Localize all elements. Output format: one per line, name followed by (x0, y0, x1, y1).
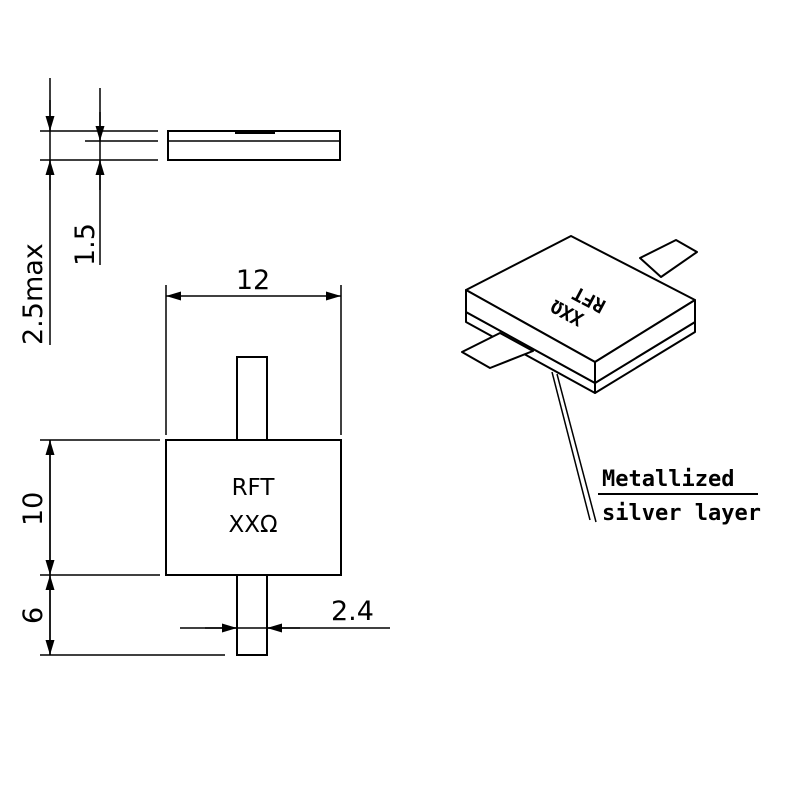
top-view-lower-tab (236, 574, 268, 656)
callout-leader-line-a (551, 371, 591, 521)
iso-right-face (594, 299, 696, 384)
body-marking-line1: RFT (232, 475, 276, 501)
callout-line2: silver layer (602, 501, 761, 526)
side-view-substrate (167, 130, 341, 161)
dim-substrate-thickness-label: 1.5 (70, 223, 101, 266)
callout-line1: Metallized (602, 467, 734, 492)
top-view-body (165, 439, 342, 576)
dim-body-length-label: 10 (18, 492, 49, 526)
dim-body-width-label: 12 (236, 265, 270, 296)
callout-leader-line-b (556, 373, 597, 523)
dim-body-width (165, 285, 342, 435)
body-marking-line2: XXΩ (228, 512, 277, 538)
dim-body-length (40, 439, 160, 655)
dim-overall-thickness-label: 2.5max (18, 243, 49, 345)
side-view (40, 130, 341, 161)
top-view-upper-tab (236, 356, 268, 441)
dim-tab-length (40, 575, 225, 656)
iso-front-tab (461, 332, 534, 369)
callout-leader (551, 371, 758, 523)
dim-tab-length-label: 6 (18, 607, 49, 624)
dim-tab-width-label: 2.4 (331, 596, 374, 627)
isometric-view (461, 235, 698, 394)
top-view (165, 356, 342, 656)
iso-back-tab (639, 239, 698, 278)
